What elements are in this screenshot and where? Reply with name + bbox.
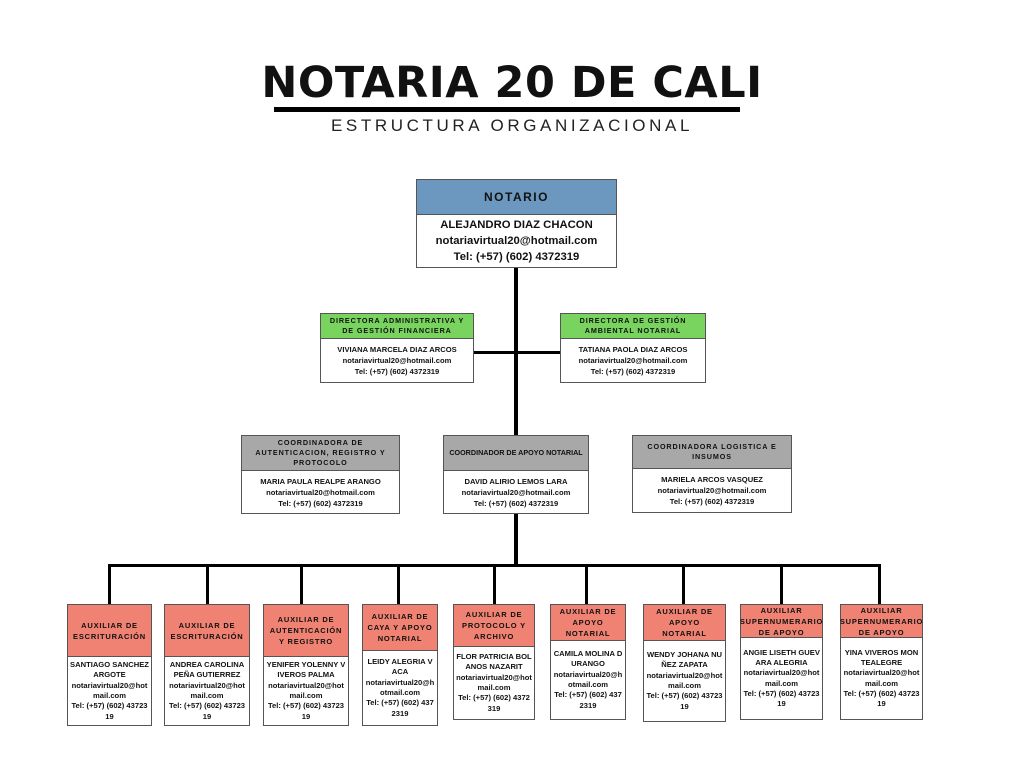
auxiliary-tel: Tel: (+57) (602) 4372319 [554, 690, 622, 710]
auxiliary-name: ANGIE LISETH GUEVARA ALEGRIA [743, 647, 820, 667]
connector-trunk-bottom [514, 513, 518, 566]
coordinator-box: COORDINADOR DE APOYO NOTARIAL DAVID ALIR… [443, 435, 589, 514]
coordinator-role: COORDINADOR DE APOYO NOTARIAL [444, 436, 588, 471]
auxiliary-role: AUXILIAR SUPERNUMERARIO DE APOYO [839, 605, 924, 638]
coordinator-box: COORDINADORA DE AUTENTICACION, REGISTRO … [241, 435, 400, 514]
coordinator-tel: Tel: (+57) (602) 4372319 [278, 498, 363, 508]
coordinator-box: COORDINADORA LOGISTICA E INSUMOS MARIELA… [632, 435, 792, 513]
auxiliary-tel: Tel: (+57) (602) 4372319 [267, 701, 345, 721]
notario-tel: Tel: (+57) (602) 4372319 [453, 251, 580, 263]
auxiliary-name: YINA VIVEROS MONTEALEGRE [844, 647, 919, 667]
auxiliary-role: AUXILIAR DE AUTENTICACIÓN Y REGISTRO [264, 605, 348, 657]
auxiliary-name: FLOR PATRICIA BOLANOS NAZARIT [456, 652, 532, 672]
auxiliary-email: notariavirtual20@hotmail.com [456, 672, 532, 692]
connector-drop [585, 564, 588, 605]
auxiliary-email: notariavirtual20@hotmail.com [843, 668, 920, 688]
auxiliary-email: notariavirtual20@hotmail.com [71, 680, 148, 700]
auxiliary-role: AUXILIAR DE PROTOCOLO Y ARCHIVO [454, 605, 534, 647]
auxiliary-tel: Tel: (+57) (602) 4372319 [743, 688, 820, 709]
page-title: NOTARIA 20 DE CALI [261, 58, 763, 108]
connector-drop [206, 564, 209, 605]
connector-directors [474, 351, 560, 354]
auxiliary-email: notariavirtual20@hotmail.com [646, 670, 723, 690]
auxiliary-box: AUXILIAR DE ESCRITURACIÓN ANDREA CAROLIN… [164, 604, 250, 726]
auxiliary-tel: Tel: (+57) (602) 4372319 [168, 701, 246, 721]
connector-drop [780, 564, 783, 605]
coordinator-name: MARIA PAULA REALPE ARANGO [260, 476, 381, 486]
auxiliary-tel: Tel: (+57) (602) 4372319 [366, 698, 434, 718]
director-tel: Tel: (+57) (602) 4372319 [354, 367, 440, 376]
coordinator-tel: Tel: (+57) (602) 4372319 [669, 497, 755, 506]
connector-drop [878, 564, 881, 605]
connector-drop [493, 564, 496, 605]
notario-role: NOTARIO [417, 180, 616, 215]
auxiliary-email: notariavirtual20@hotmail.com [553, 669, 623, 689]
auxiliary-name: YENIFER YOLENNY VIVEROS PALMA [266, 660, 346, 680]
connector-drop [300, 564, 303, 605]
auxiliary-box: AUXILIAR SUPERNUMERARIO DE APOYO YINA VI… [840, 604, 923, 720]
auxiliary-box: AUXILIAR DE APOYO NOTARIAL CAMILA MOLINA… [550, 604, 626, 720]
auxiliary-name: ANDREA CAROLINA PEÑA GUTIERREZ [169, 660, 245, 680]
director-box: DIRECTORA ADMINISTRATIVA Y DE GESTIÓN FI… [320, 313, 474, 383]
director-box: DIRECTORA DE GESTIÓN AMBIENTAL NOTARIAL … [560, 313, 706, 383]
director-name: TATIANA PAOLA DIAZ ARCOS [578, 345, 688, 354]
connector-drop [682, 564, 685, 605]
auxiliary-email: notariavirtual20@hotmail.com [365, 677, 435, 697]
auxiliary-role: AUXILIAR DE APOYO NOTARIAL [551, 605, 625, 641]
auxiliary-tel: Tel: (+57) (602) 4372319 [458, 693, 530, 713]
director-name: VIVIANA MARCELA DIAZ ARCOS [337, 345, 457, 354]
notario-name: ALEJANDRO DIAZ CHACON [440, 219, 593, 231]
coordinator-tel: Tel: (+57) (602) 4372319 [473, 498, 559, 508]
title-underline [274, 107, 740, 112]
auxiliary-tel: Tel: (+57) (602) 4372319 [843, 688, 920, 709]
auxiliary-role: AUXILIAR DE APOYO NOTARIAL [644, 605, 725, 641]
director-role: DIRECTORA ADMINISTRATIVA Y DE GESTIÓN FI… [321, 314, 473, 339]
auxiliary-email: notariavirtual20@hotmail.com [743, 668, 820, 688]
director-role: DIRECTORA DE GESTIÓN AMBIENTAL NOTARIAL [561, 314, 705, 339]
auxiliary-box: AUXILIAR DE CAYA Y APOYO NOTARIAL LEIDY … [362, 604, 438, 726]
auxiliary-email: notariavirtual20@hotmail.com [169, 680, 245, 700]
director-email: notariavirtual20@hotmail.com [342, 356, 452, 365]
director-email: notariavirtual20@hotmail.com [578, 356, 688, 365]
connector-drop [397, 564, 400, 605]
coordinator-email: notariavirtual20@hotmail.com [266, 487, 375, 497]
coordinator-role: COORDINADORA LOGISTICA E INSUMOS [633, 436, 791, 469]
auxiliary-email: notariavirtual20@hotmail.com [268, 680, 344, 700]
notario-email: notariavirtual20@hotmail.com [435, 235, 598, 247]
auxiliary-box: AUXILIAR DE APOYO NOTARIAL WENDY JOHANA … [643, 604, 726, 722]
auxiliary-box: AUXILIAR DE AUTENTICACIÓN Y REGISTRO YEN… [263, 604, 349, 726]
director-tel: Tel: (+57) (602) 4372319 [590, 367, 676, 376]
auxiliary-name: CAMILA MOLINA DURANGO [553, 649, 623, 669]
auxiliary-role: AUXILIAR DE CAYA Y APOYO NOTARIAL [363, 605, 437, 651]
coordinator-name: DAVID ALIRIO LEMOS LARA [464, 476, 568, 486]
auxiliary-role: AUXILIAR DE ESCRITURACIÓN [165, 605, 249, 657]
auxiliary-name: WENDY JOHANA NUÑEZ ZAPATA [646, 650, 723, 670]
coordinator-email: notariavirtual20@hotmail.com [657, 486, 767, 495]
auxiliary-tel: Tel: (+57) (602) 4372319 [646, 691, 723, 711]
auxiliary-name: SANTIAGO SANCHEZ ARGOTE [70, 660, 149, 680]
auxiliary-box: AUXILIAR SUPERNUMERARIO DE APOYO ANGIE L… [740, 604, 823, 720]
auxiliary-role: AUXILIAR DE ESCRITURACIÓN [68, 605, 151, 657]
coordinator-name: MARIELA ARCOS VASQUEZ [661, 475, 763, 484]
auxiliary-box: AUXILIAR DE ESCRITURACIÓN SANTIAGO SANCH… [67, 604, 152, 726]
auxiliary-box: AUXILIAR DE PROTOCOLO Y ARCHIVO FLOR PAT… [453, 604, 535, 720]
notario-contact: ALEJANDRO DIAZ CHACON notariavirtual20@h… [417, 215, 616, 267]
connector-drop [108, 564, 111, 605]
page-subtitle: ESTRUCTURA ORGANIZACIONAL [330, 116, 694, 135]
auxiliary-name: LEIDY ALEGRIA VACA [367, 657, 433, 677]
coordinator-role: COORDINADORA DE AUTENTICACION, REGISTRO … [242, 436, 399, 471]
auxiliary-tel: Tel: (+57) (602) 4372319 [71, 701, 148, 721]
coordinator-email: notariavirtual20@hotmail.com [461, 487, 571, 497]
notario-box: NOTARIO ALEJANDRO DIAZ CHACON notariavir… [416, 179, 617, 268]
auxiliary-role: AUXILIAR SUPERNUMERARIO DE APOYO [739, 605, 824, 638]
